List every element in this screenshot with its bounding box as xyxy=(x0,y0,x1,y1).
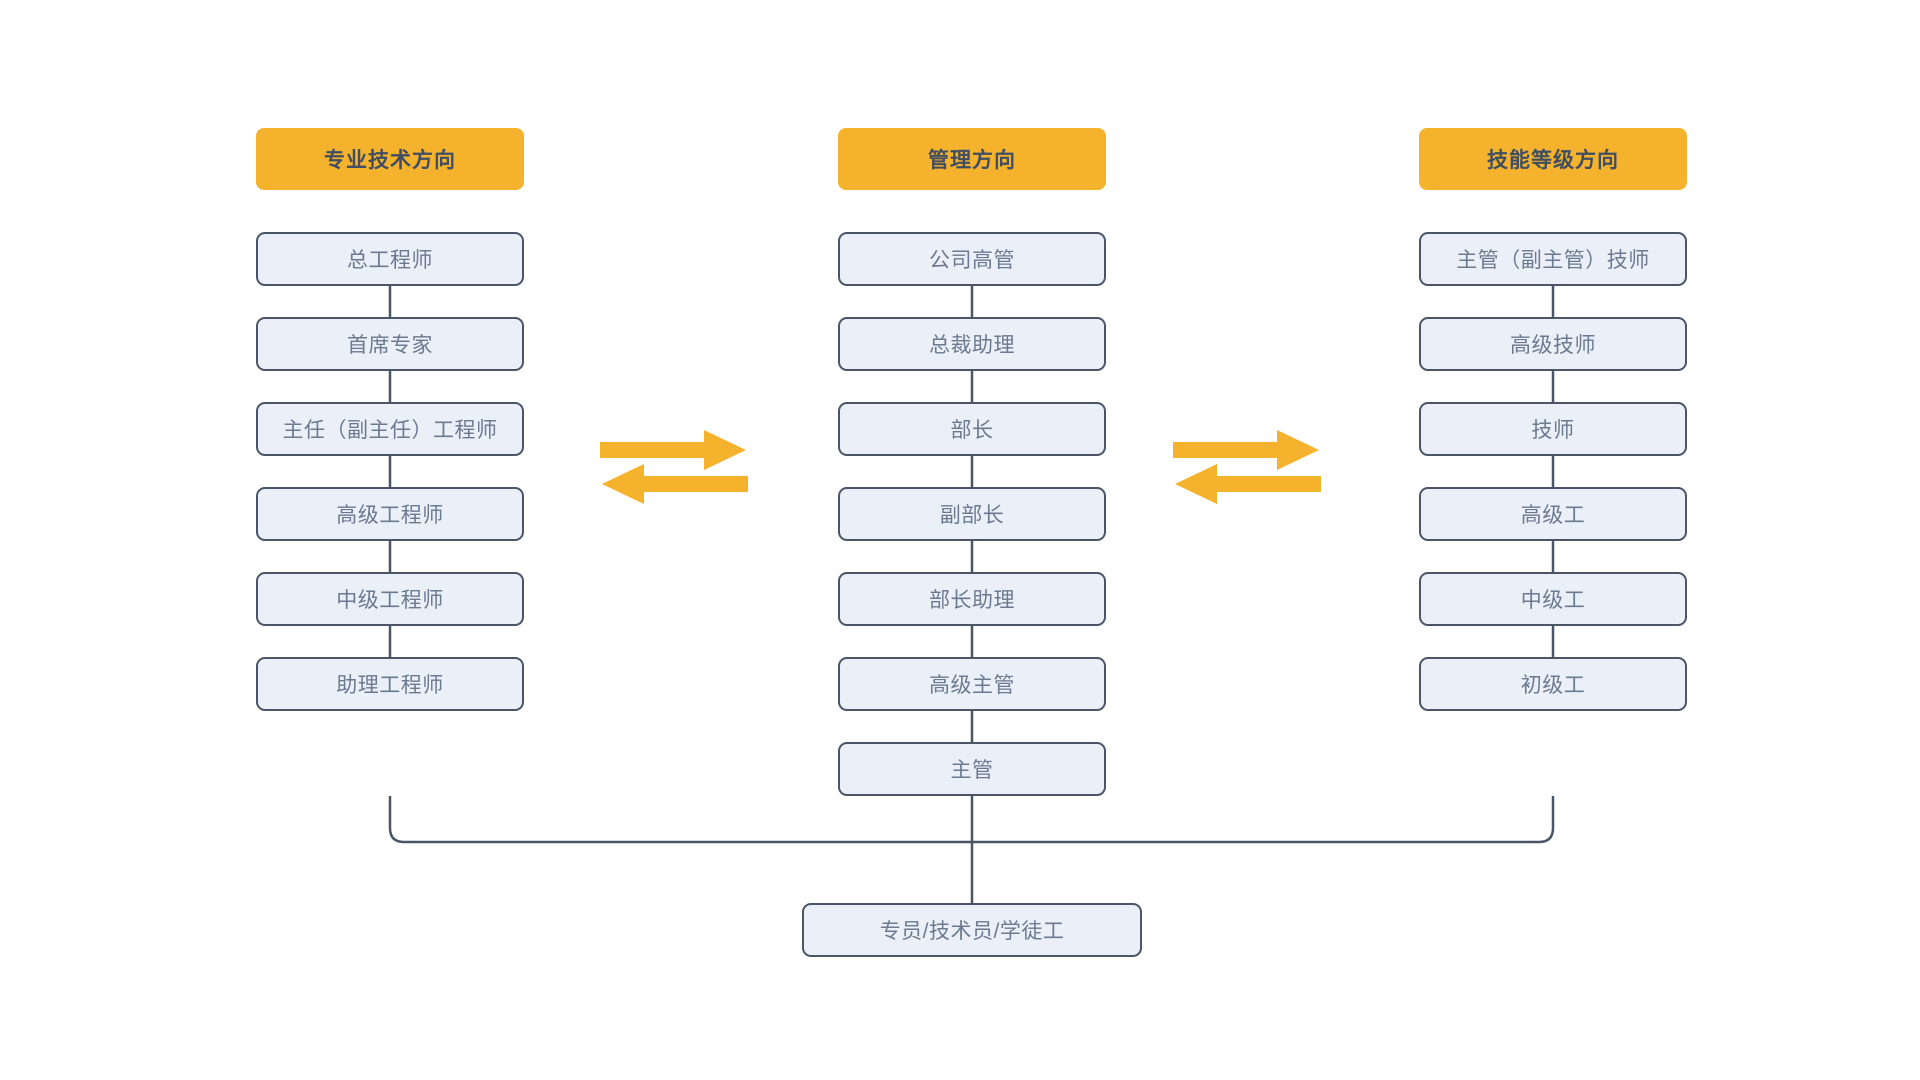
bracket-right xyxy=(972,796,1555,844)
node-company-executive[interactable]: 公司高管 xyxy=(838,232,1106,286)
column-skill-level: 技能等级方向 主管（副主管）技师 高级技师 技师 高级工 中级工 初级工 xyxy=(1419,128,1687,711)
node-intermediate-engineer[interactable]: 中级工程师 xyxy=(256,572,524,626)
node-chief-engineer[interactable]: 总工程师 xyxy=(256,232,524,286)
node-senior-technician[interactable]: 高级技师 xyxy=(1419,317,1687,371)
node-dept-head-assistant[interactable]: 部长助理 xyxy=(838,572,1106,626)
exchange-arrows-right-group xyxy=(1173,428,1321,506)
node-list-management: 公司高管 总裁助理 部长 副部长 部长助理 高级主管 主管 xyxy=(838,232,1106,796)
node-junior-worker[interactable]: 初级工 xyxy=(1419,657,1687,711)
node-list-skill-level: 主管（副主管）技师 高级技师 技师 高级工 中级工 初级工 xyxy=(1419,232,1687,711)
arrow-right-icon xyxy=(1173,430,1319,470)
node-senior-worker[interactable]: 高级工 xyxy=(1419,487,1687,541)
arrow-left-icon xyxy=(602,464,748,504)
node-supervisor-technician[interactable]: 主管（副主管）技师 xyxy=(1419,232,1687,286)
node-senior-supervisor[interactable]: 高级主管 xyxy=(838,657,1106,711)
column-header-professional-technical[interactable]: 专业技术方向 xyxy=(256,128,524,190)
node-senior-engineer[interactable]: 高级工程师 xyxy=(256,487,524,541)
column-professional-technical: 专业技术方向 总工程师 首席专家 主任（副主任）工程师 高级工程师 中级工程师 … xyxy=(256,128,524,711)
exchange-arrows-left-group xyxy=(600,428,748,506)
node-chief-expert[interactable]: 首席专家 xyxy=(256,317,524,371)
node-technician[interactable]: 技师 xyxy=(1419,402,1687,456)
column-header-management[interactable]: 管理方向 xyxy=(838,128,1106,190)
column-header-skill-level[interactable]: 技能等级方向 xyxy=(1419,128,1687,190)
column-management: 管理方向 公司高管 总裁助理 部长 副部长 部长助理 高级主管 主管 xyxy=(838,128,1106,796)
node-intermediate-worker[interactable]: 中级工 xyxy=(1419,572,1687,626)
node-deputy-dept-head[interactable]: 副部长 xyxy=(838,487,1106,541)
arrow-right-icon xyxy=(600,430,746,470)
node-director-engineer[interactable]: 主任（副主任）工程师 xyxy=(256,402,524,456)
arrow-left-icon xyxy=(1175,464,1321,504)
node-supervisor[interactable]: 主管 xyxy=(838,742,1106,796)
node-assistant-engineer[interactable]: 助理工程师 xyxy=(256,657,524,711)
node-president-assistant[interactable]: 总裁助理 xyxy=(838,317,1106,371)
node-entry-level[interactable]: 专员/技术员/学徒工 xyxy=(802,903,1142,957)
node-list-professional-technical: 总工程师 首席专家 主任（副主任）工程师 高级工程师 中级工程师 助理工程师 xyxy=(256,232,524,711)
bracket-left xyxy=(388,796,972,844)
node-department-head[interactable]: 部长 xyxy=(838,402,1106,456)
